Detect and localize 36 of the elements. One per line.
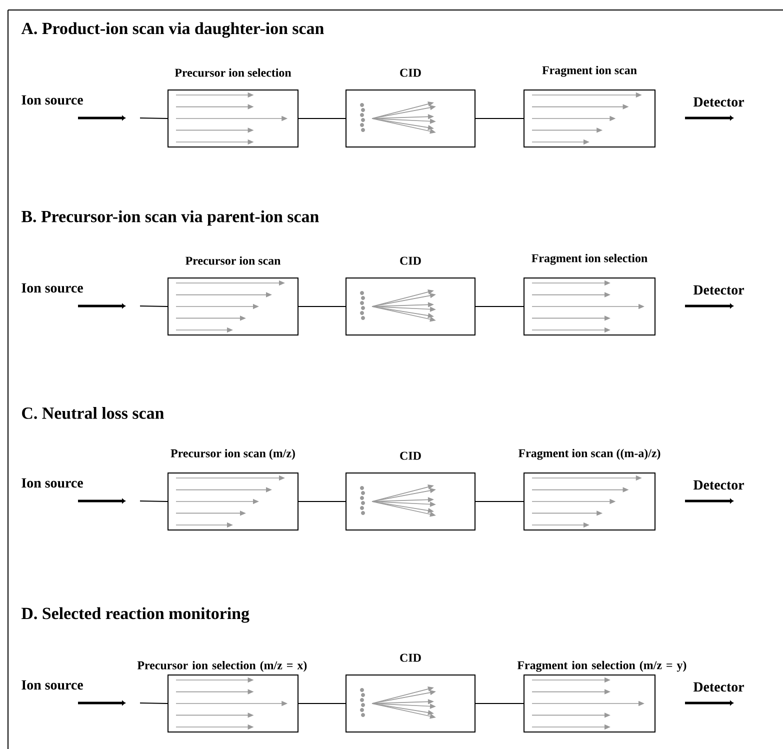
connector-line <box>475 118 524 119</box>
source-label: Ion source <box>22 478 83 488</box>
connector-line <box>298 118 346 119</box>
source-label: Ion source <box>22 680 83 690</box>
box-heading: CID <box>400 452 421 460</box>
source-label: Ion source <box>22 95 83 105</box>
box-heading: CID <box>400 256 421 265</box>
box-heading: CID <box>400 68 421 77</box>
box-heading: CID <box>400 654 421 662</box>
box-heading: Fragment ion selection <box>532 254 648 265</box>
box-heading: Precursor ion scan <box>186 256 281 265</box>
connector-line <box>298 703 346 704</box>
detector-label: Detector <box>693 285 744 295</box>
detector-label: Detector <box>693 682 744 692</box>
connector-line <box>298 501 346 502</box>
panel-title: B. Precursor-ion scan via parent-ion scan <box>22 210 319 226</box>
box-heading: Fragment ion selection (m/z = y) <box>517 660 686 672</box>
panel-title: C. Neutral loss scan <box>22 407 164 419</box>
box-heading: Precursor ion scan (m/z) <box>170 448 295 460</box>
detector-label: Detector <box>693 97 744 107</box>
connector-line <box>140 306 168 307</box>
connector-line <box>140 118 168 119</box>
panel-title: A. Product-ion scan via daughter-ion scan <box>21 22 324 38</box>
connector-line <box>298 306 346 307</box>
box-heading: Precursor ion selection (m/z = x) <box>137 660 307 672</box>
detector-label: Detector <box>693 480 744 490</box>
connector-line <box>140 500 168 502</box>
connector-line <box>475 703 524 704</box>
connector-line <box>475 501 524 502</box>
source-label: Ion source <box>22 283 83 293</box>
panel-title: D. Selected reaction monitoring <box>22 607 250 623</box>
box-heading: Fragment ion scan ((m-a)/z) <box>518 448 660 460</box>
connector-line <box>475 306 524 307</box>
box-heading: Precursor ion selection <box>174 68 292 77</box>
connector-line <box>140 702 168 704</box>
box-heading: Fragment ion scan <box>542 66 637 77</box>
